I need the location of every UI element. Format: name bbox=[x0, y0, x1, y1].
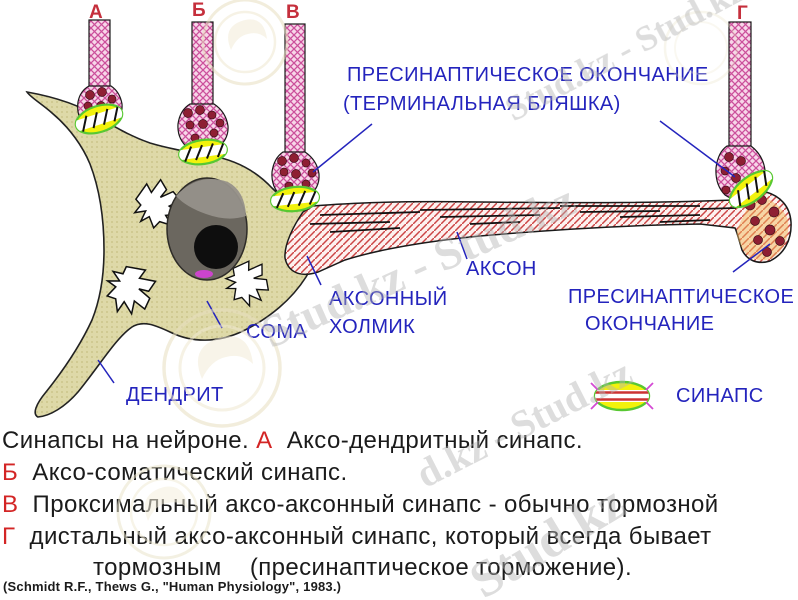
neurofibril-streaks bbox=[309, 205, 737, 233]
caption-marker-b: Б bbox=[2, 459, 19, 486]
terminal-v bbox=[271, 23, 320, 201]
nucleus bbox=[166, 177, 248, 281]
caption-line-5-text: тормозным (пресинаптическое торможение). bbox=[93, 554, 633, 581]
nucleolus bbox=[194, 225, 238, 269]
caption-citation: (Schmidt R.F., Thews G., "Human Physiolo… bbox=[3, 579, 342, 594]
leader-axon-hillock bbox=[306, 255, 322, 286]
caption-line-4-rest: дистальный аксо-аксонный синапс, который… bbox=[15, 523, 712, 550]
terminal-marker-b: Б bbox=[192, 0, 206, 21]
terminal-marker-a: А bbox=[89, 2, 103, 23]
label-presynaptic-terminal-line2: (ТЕРМИНАЛЬНАЯ БЛЯШКА) bbox=[343, 93, 621, 115]
nucleus-mark bbox=[195, 270, 213, 278]
nissl-bodies bbox=[105, 178, 270, 316]
caption-line-2-rest: Аксо-соматический синапс. bbox=[18, 459, 348, 486]
leader-presynaptic-terminal-right bbox=[659, 120, 736, 178]
axon bbox=[284, 190, 792, 276]
label-axon-hillock-line2: ХОЛМИК bbox=[329, 316, 416, 338]
label-soma: СОМА bbox=[246, 321, 308, 343]
synapse-b bbox=[177, 138, 229, 166]
leader-presynaptic-ending bbox=[732, 243, 771, 273]
label-presynaptic-ending-line2: ОКОНЧАНИЕ bbox=[585, 313, 715, 335]
terminal-marker-g: Г bbox=[737, 3, 748, 24]
vesicles-b bbox=[183, 105, 225, 143]
synapse-legend-glyph bbox=[590, 380, 654, 412]
caption-line-5: тормозным (пресинаптическое торможение). bbox=[93, 555, 632, 581]
label-presynaptic-ending-line1: ПРЕСИНАПТИЧЕСКОЕ bbox=[568, 286, 795, 308]
caption-marker-v: В bbox=[2, 491, 19, 518]
synapse-a bbox=[72, 103, 126, 135]
leader-axon bbox=[456, 231, 468, 260]
caption-line-2: Б Аксо-соматический синапс. bbox=[2, 460, 348, 486]
caption-line-1-rest: Аксо-дендритный синапс. bbox=[272, 427, 583, 454]
terminal-marker-v: В bbox=[286, 2, 300, 23]
caption-line-1: Синапсы на нейроне. А Аксо-дендритный си… bbox=[2, 428, 583, 454]
leader-presynaptic-terminal-left bbox=[312, 123, 373, 173]
synapse-v bbox=[269, 185, 321, 213]
caption-marker-a: А bbox=[256, 427, 273, 454]
terminal-b bbox=[177, 21, 229, 153]
caption-line-3-rest: Проксимальный аксо-аксонный синапс - обы… bbox=[18, 491, 719, 518]
label-axon: АКСОН bbox=[466, 258, 537, 280]
caption-line-4: Г дистальный аксо-аксонный синапс, котор… bbox=[2, 524, 712, 550]
caption-marker-g: Г bbox=[2, 523, 16, 550]
caption-line-1-text: Синапсы на нейроне. bbox=[2, 427, 257, 454]
label-axon-hillock-line1: АКСОННЫЙ bbox=[329, 288, 448, 310]
leader-dendrite bbox=[97, 359, 115, 384]
label-dendrite: ДЕНДРИТ bbox=[126, 384, 224, 406]
caption-line-3: В Проксимальный аксо-аксонный синапс - о… bbox=[2, 492, 719, 518]
synapse-g bbox=[726, 168, 776, 210]
label-presynaptic-terminal-line1: ПРЕСИНАПТИЧЕСКОЕ ОКОНЧАНИЕ bbox=[347, 64, 709, 86]
label-synapse-legend: СИНАПС bbox=[676, 385, 764, 407]
